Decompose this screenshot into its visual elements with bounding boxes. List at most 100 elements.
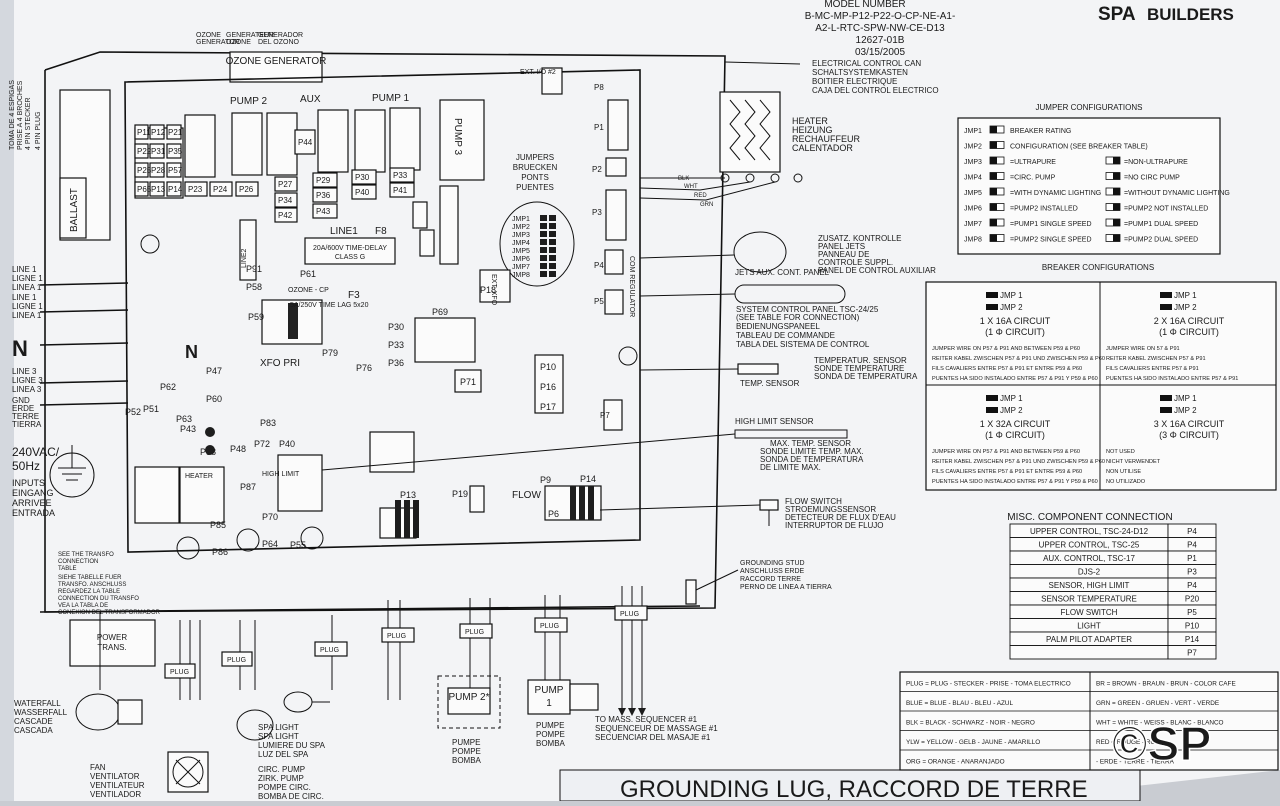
jumper-pin-icon xyxy=(1113,219,1120,226)
svg-text:POMPE: POMPE xyxy=(536,730,565,739)
svg-text:P36: P36 xyxy=(388,358,404,368)
breaker-config-table xyxy=(925,281,1277,491)
legend-entry-right: WHT = WHITE - WEISS - BLANC - BLANCO xyxy=(1096,720,1224,727)
misc-component-plug: P4 xyxy=(1187,541,1197,550)
svg-text:ZUSATZ. KONTROLLE: ZUSATZ. KONTROLLE xyxy=(818,234,901,243)
svg-text:SEE THE TRANSFO: SEE THE TRANSFO xyxy=(58,552,114,558)
svg-text:PLUG: PLUG xyxy=(170,669,189,676)
color-legend-table xyxy=(899,671,1279,771)
jumper-row-option-a: =CIRC. PUMP xyxy=(1010,175,1056,182)
breaker-note: NO UTILIZADO xyxy=(1106,479,1146,485)
svg-text:RECHAUFFEUR: RECHAUFFEUR xyxy=(792,134,861,144)
breaker-jmp1-label: JMP 1 xyxy=(1000,291,1023,300)
svg-text:PANEL JETS: PANEL JETS xyxy=(818,242,865,251)
svg-text:GENERATOR: GENERATOR xyxy=(196,39,240,46)
high-limit-sensor-label: HIGH LIMIT SENSOR xyxy=(735,417,814,426)
brand-spa: SPA xyxy=(1098,4,1136,25)
svg-text:LINEA 1: LINEA 1 xyxy=(12,283,42,292)
svg-text:P23: P23 xyxy=(188,185,203,194)
svg-text:P33: P33 xyxy=(388,340,404,350)
svg-text:PANNEAU DE: PANNEAU DE xyxy=(818,250,869,259)
svg-text:STROEMUNGSSENSOR: STROEMUNGSSENSOR xyxy=(785,505,876,514)
flow-switch-labels: FLOW SWITCH STROEMUNGSSENSOR DETECTEUR D… xyxy=(785,497,896,530)
svg-text:LUMIERE DU SPA: LUMIERE DU SPA xyxy=(258,741,326,750)
transfo-note: SEE THE TRANSFO CONNECTION TABLE SIEHE T… xyxy=(58,552,161,616)
svg-text:P72: P72 xyxy=(254,439,270,449)
jumper-row-id: JMP4 xyxy=(964,175,982,182)
jumper-pin-icon xyxy=(990,234,997,242)
misc-component-plug: P4 xyxy=(1187,527,1197,536)
breaker-jumper-icon xyxy=(986,395,998,401)
breaker-phase-label: (1 Φ CIRCUIT) xyxy=(1159,327,1219,337)
spa-light-labels: SPA LIGHT SPA LIGHT LUMIERE DU SPA LUZ D… xyxy=(258,723,326,759)
legend-entry-left: YLW = YELLOW - GELB - JAUNE - AMARILLO xyxy=(906,739,1040,746)
svg-text:P85: P85 xyxy=(210,520,226,530)
misc-component-title: MISC. COMPONENT CONNECTION xyxy=(1007,512,1172,523)
high-limit-board-label: HIGH LIMIT xyxy=(262,471,300,478)
svg-text:P43: P43 xyxy=(180,424,196,434)
pump2-sub-labels: PUMPE POMPE BOMBA xyxy=(452,738,482,765)
jumper-pin-icon xyxy=(1113,234,1120,242)
svg-text:P34: P34 xyxy=(278,196,293,205)
svg-text:P47: P47 xyxy=(206,366,222,376)
jets-aux-label: JETS AUX. CONT. PANEL xyxy=(735,268,830,277)
svg-text:PLUG: PLUG xyxy=(540,623,559,630)
svg-text:P24: P24 xyxy=(213,185,228,194)
ext-io-label: EXT. I/O #2 xyxy=(520,69,556,76)
jumper-pin-icon xyxy=(990,219,997,226)
left-gnd-labels: GND ERDE TERRE TIERRA xyxy=(12,396,42,429)
svg-text:P21: P21 xyxy=(168,128,183,137)
svg-text:RACCORD TERRE: RACCORD TERRE xyxy=(740,576,801,583)
neutral-label: N xyxy=(12,336,28,361)
svg-text:POMPE: POMPE xyxy=(452,747,481,756)
svg-text:MAX. TEMP. SENSOR: MAX. TEMP. SENSOR xyxy=(770,439,851,448)
svg-text:P13: P13 xyxy=(151,185,166,194)
svg-text:P41: P41 xyxy=(393,186,408,195)
breaker-circuit-label: 3 X 16A CIRCUIT xyxy=(1154,419,1225,429)
misc-component-plug: P14 xyxy=(1185,635,1200,644)
svg-text:4 PIN STECKER: 4 PIN STECKER xyxy=(25,97,32,150)
svg-text:LINE 3: LINE 3 xyxy=(12,367,37,376)
svg-text:P60: P60 xyxy=(206,394,222,404)
frequency-label: 50Hz xyxy=(12,459,40,473)
aux-panel-labels: ZUSATZ. KONTROLLE PANEL JETS PANNEAU DE … xyxy=(818,234,936,275)
power-trans-label-2: TRANS. xyxy=(97,643,126,652)
breaker-note: NON UTILISE xyxy=(1106,469,1141,475)
breaker-jmp1-label: JMP 1 xyxy=(1000,394,1023,403)
svg-text:CAJA DEL CONTROL ELECTRICO: CAJA DEL CONTROL ELECTRICO xyxy=(812,86,939,95)
svg-text:P13: P13 xyxy=(400,490,416,500)
svg-text:BLK: BLK xyxy=(678,176,689,182)
board-right-plug-labels: P1 P2 P3 P4 P5 P8 P7 xyxy=(592,83,610,420)
grounding-lug-strip xyxy=(559,769,1141,802)
pump1-board-label: PUMP 1 xyxy=(372,93,409,104)
jumper-pin-icon xyxy=(1113,172,1120,180)
svg-text:JMP8: JMP8 xyxy=(512,272,530,279)
breaker-note: JUMPER WIRE ON P57 & P91 AND BETWEEN P59… xyxy=(932,449,1080,455)
misc-component-name: UPPER CONTROL, TSC-24-D12 xyxy=(1030,527,1149,536)
jumper-pin-icon xyxy=(990,126,997,133)
breaker-circuit-label: 1 X 32A CIRCUIT xyxy=(980,419,1051,429)
svg-text:LUZ DEL SPA: LUZ DEL SPA xyxy=(258,750,309,759)
grounding-stud-icon xyxy=(685,579,697,605)
svg-text:P42: P42 xyxy=(278,211,293,220)
pump2-motor xyxy=(447,687,491,715)
ballast-box xyxy=(59,177,87,239)
high-limit-sub-labels: MAX. TEMP. SENSOR SONDE LIMITE TEMP. MAX… xyxy=(760,439,864,472)
jumper-pin-icon xyxy=(990,141,997,149)
time-delay-label: 20A/600V TIME-DELAY xyxy=(313,245,387,252)
jumper-row-option-b: =WITHOUT DYNAMIC LIGHTING xyxy=(1124,190,1230,197)
svg-text:P6: P6 xyxy=(548,509,559,519)
input-wires xyxy=(39,282,129,406)
breaker-note: PUENTES HA SIDO INSTALADO ENTRE P57 & P9… xyxy=(932,479,1098,485)
svg-text:P55: P55 xyxy=(290,540,306,550)
svg-text:SPA LIGHT: SPA LIGHT xyxy=(258,732,299,741)
breaker-note: REITER KABEL ZWISCHEN P57 & P91 UND ZWIS… xyxy=(932,356,1105,362)
svg-text:4 PIN PLUG: 4 PIN PLUG xyxy=(35,111,42,150)
breaker-jmp1-label: JMP 1 xyxy=(1174,291,1197,300)
svg-text:FLOW SWITCH: FLOW SWITCH xyxy=(785,497,842,506)
misc-component-name: UPPER CONTROL, TSC-25 xyxy=(1039,541,1140,550)
svg-text:ENTRADA: ENTRADA xyxy=(12,508,55,518)
legend-entry-left: BLK = BLACK - SCHWARZ - NOIR - NEGRO xyxy=(906,720,1035,727)
